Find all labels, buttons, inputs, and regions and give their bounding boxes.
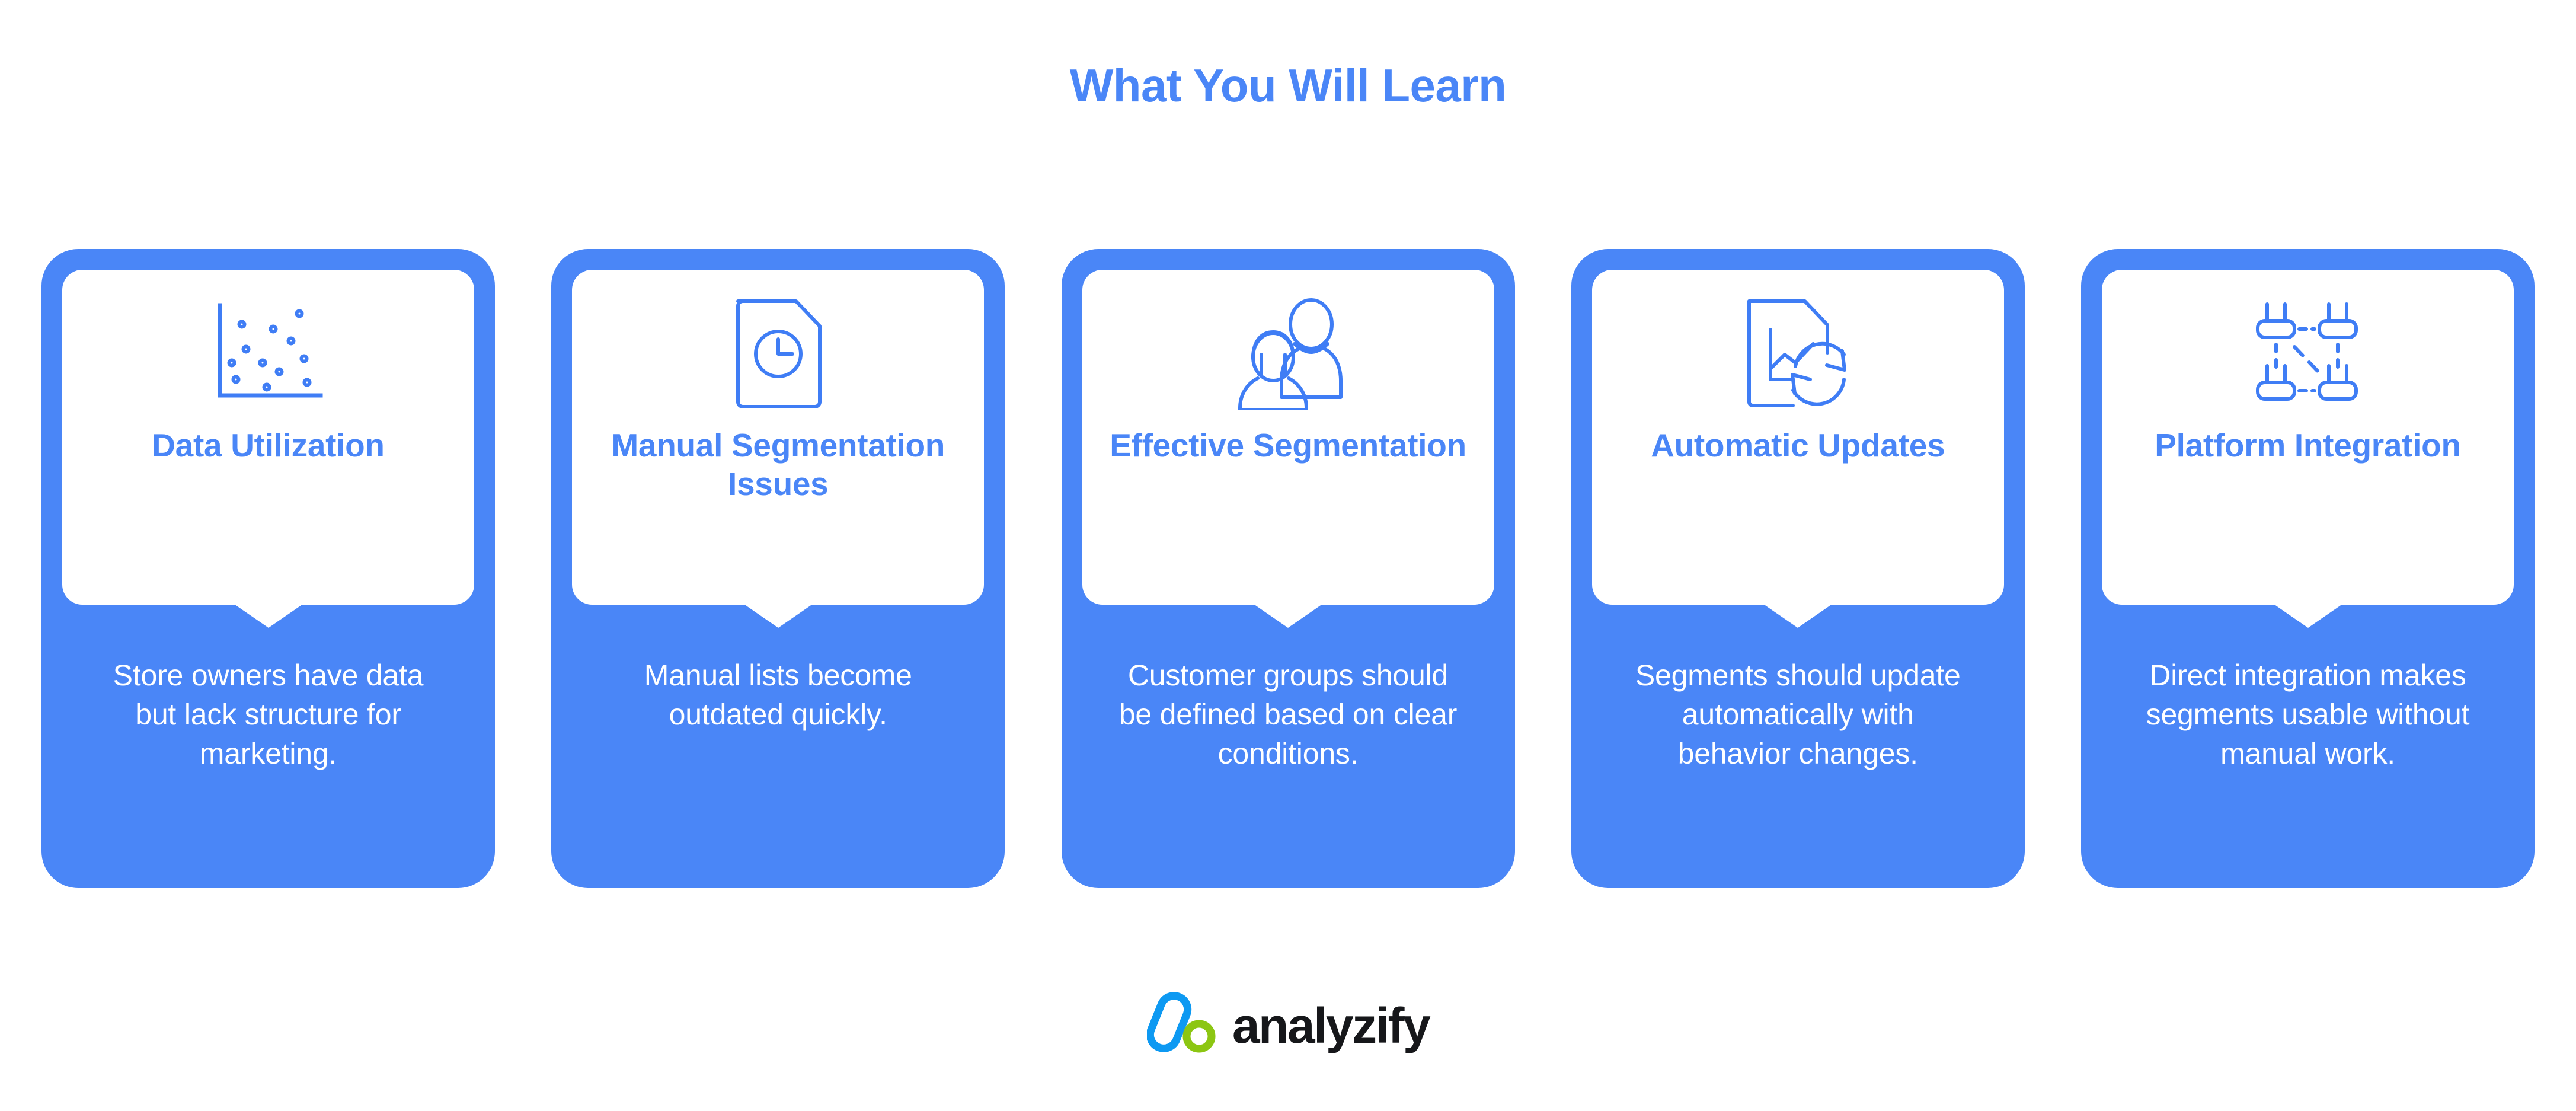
card-data-utilization: Data Utilization Store owners have data … [41, 249, 495, 888]
cards-row: Data Utilization Store owners have data … [41, 249, 2535, 889]
analyzify-logo-mark [1146, 991, 1217, 1056]
card-panel: Platform Integration [2102, 270, 2514, 605]
card-body: Store owners have data but lack structur… [113, 659, 424, 770]
card-body: Direct integration makes segments usable… [2146, 659, 2470, 770]
card-panel: Automatic Updates [1591, 270, 2004, 605]
card-effective-segmentation: Effective Segmentation Customer groups s… [1061, 249, 1515, 888]
page-title: What You Will Learn [1069, 59, 1507, 111]
analyzify-wordmark: analyzify [1232, 997, 1431, 1053]
card-title: Automatic Updates [1651, 427, 1945, 464]
card-panel: Effective Segmentation [1082, 270, 1494, 605]
card-title: Manual Segmentation Issues [611, 427, 945, 502]
card-manual-segmentation-issues: Manual Segmentation Issues Manual lists … [551, 249, 1005, 888]
card-panel: Data Utilization [62, 270, 474, 605]
card-automatic-updates: Automatic Updates Segments should update… [1571, 249, 2025, 888]
card-panel: Manual Segmentation Issues [572, 270, 985, 605]
card-title: Effective Segmentation [1110, 427, 1466, 464]
card-platform-integration: Platform Integration Direct integration … [2081, 249, 2535, 888]
card-title: Platform Integration [2155, 427, 2461, 464]
network-nodes-icon [2247, 295, 2369, 413]
scatter-plot-icon [209, 295, 328, 413]
people-group-icon [1225, 295, 1352, 413]
card-body: Segments should update automatically wit… [1635, 659, 1961, 770]
card-body: Customer groups should be defined based … [1118, 659, 1458, 770]
document-clock-icon [726, 295, 830, 413]
document-chart-refresh-icon [1738, 295, 1857, 413]
card-title: Data Utilization [152, 427, 385, 464]
card-body: Manual lists become outdated quickly. [644, 659, 912, 731]
analyzify-logo: analyzify [0, 991, 2576, 1056]
